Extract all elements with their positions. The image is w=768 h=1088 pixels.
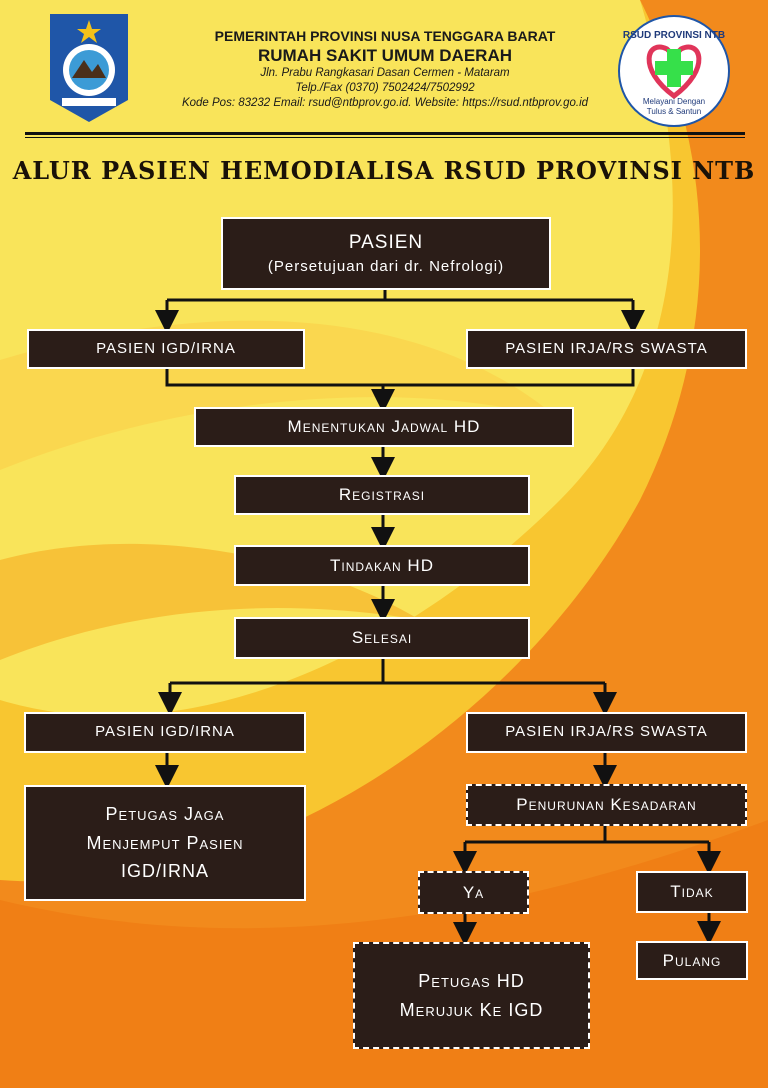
svg-text:Tulus & Santun: Tulus & Santun [647,107,701,116]
header-divider [25,132,745,135]
svg-text:Melayani Dengan: Melayani Dengan [643,97,705,106]
pasien-label: PASIEN [348,231,424,253]
pasien-note: (Persetujuan dari dr. Nefrologi) [267,258,505,276]
page-title: ALUR PASIEN HEMODIALISA RSUD PROVINSI NT… [12,156,756,185]
pulang-box: Pulang [636,941,748,980]
header-address: Jln. Prabu Rangkasari Dasan Cermen - Mat… [260,67,510,79]
petugas-jaga-box: Petugas Jaga Menjemput Pasien IGD/IRNA [24,785,306,901]
header-government: PEMERINTAH PROVINSI NUSA TENGGARA BARAT [214,28,556,44]
registrasi-box: Registrasi [234,475,530,515]
petugas-hd-box: Petugas HD Merujuk Ke IGD [353,942,590,1049]
jadwal-box: Menentukan Jadwal HD [194,407,574,447]
ya-box: Ya [418,871,529,914]
tindakan-box: Tindakan HD [234,545,530,586]
ntb-province-logo [50,14,128,122]
pasien-igd-box-2: PASIEN IGD/IRNA [24,712,306,753]
tidak-box: Tidak [636,871,748,913]
rsud-ntb-logo: RSUD PROVINSI NTB Melayani Dengan Tulus … [618,15,730,127]
header-contact: Kode Pos: 83232 Email: rsud@ntbprov.go.i… [181,97,589,109]
penurunan-kesadaran-box: Penurunan Kesadaran [466,784,747,826]
pasien-igd-box: PASIEN IGD/IRNA [27,329,305,369]
header-phone: Telp./Fax (0370) 7502424/7502992 [295,82,475,94]
pasien-box: PASIEN (Persetujuan dari dr. Nefrologi) [221,217,551,290]
header-hospital: RUMAH SAKIT UMUM DAERAH [257,46,513,65]
selesai-box: Selesai [234,617,530,659]
pasien-irja-box: PASIEN IRJA/RS SWASTA [466,329,747,369]
svg-text:RSUD PROVINSI NTB: RSUD PROVINSI NTB [623,30,725,41]
pasien-irja-box-2: PASIEN IRJA/RS SWASTA [466,712,747,753]
header-divider-thin [25,137,745,138]
